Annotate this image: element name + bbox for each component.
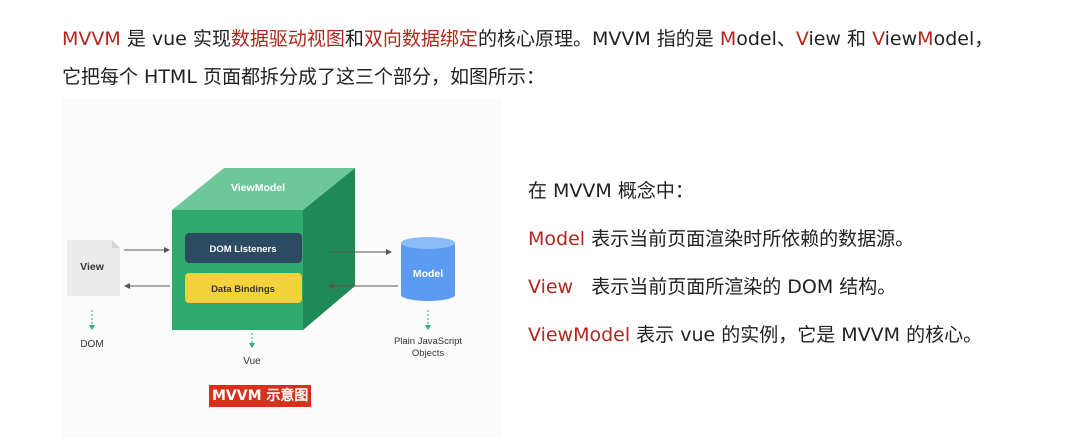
arrowhead-left-2 <box>124 283 130 289</box>
highlight-text: 双向数据绑定 <box>363 28 478 50</box>
cube-side-face <box>303 168 355 330</box>
concepts-heading: 在 MVVM 概念中： <box>528 180 694 202</box>
viewmodel-label: ViewModel <box>231 182 285 194</box>
model-db-body <box>401 243 455 295</box>
model-pointer-head <box>425 325 431 330</box>
concept-desc: 表示当前页面所渲染的 DOM 结构。 <box>573 276 897 298</box>
concept-viewmodel: ViewModel 表示 vue 的实例，它是 MVVM 的核心。 <box>528 320 982 347</box>
plain-text: iew 和 <box>808 28 873 50</box>
concept-term: ViewModel <box>528 324 631 346</box>
concept-view: View 表示当前页面所渲染的 DOM 结构。 <box>528 272 896 299</box>
model-db-top <box>401 237 455 249</box>
data-bindings-box <box>185 273 302 303</box>
arrowhead-right-2 <box>386 249 392 255</box>
dom-listeners-label: DOM Listeners <box>209 244 276 255</box>
cube-top-face <box>172 168 355 210</box>
intro-line-1: MVVM 是 vue 实现数据驱动视图和双向数据绑定的核心原理。MVVM 指的是… <box>62 20 1062 58</box>
plain-js-label-line-2: Objects <box>412 348 444 359</box>
dom-listeners-box <box>185 233 302 263</box>
plain-text: odel、 <box>736 28 796 50</box>
concept-desc: 表示当前页面渲染时所依赖的数据源。 <box>585 228 915 250</box>
concept-term: Model <box>528 228 586 250</box>
plain-text: 和 <box>344 28 364 50</box>
dom-label: DOM <box>80 339 103 350</box>
highlight-text: 数据驱动视图 <box>230 28 345 50</box>
plain-text: odel， <box>933 28 994 50</box>
highlight-text: M <box>719 28 737 50</box>
model-label: Model <box>413 268 443 280</box>
arrowhead-left-1 <box>328 283 334 289</box>
plain-js-label-line-1: Plain JavaScript <box>394 336 462 347</box>
highlight-text: M <box>917 28 934 50</box>
concept-desc: 表示 vue 的实例，它是 MVVM 的核心。 <box>630 324 983 346</box>
highlight-text: MVVM <box>62 28 121 50</box>
highlight-text: V <box>872 28 885 50</box>
intro-line-2: 它把每个 HTML 页面都拆分成了这三个部分，如图所示： <box>62 66 545 88</box>
data-bindings-label: Data Bindings <box>211 284 275 295</box>
view-document <box>67 240 120 296</box>
plain-text: 的核心原理。MVVM 指的是 <box>477 28 720 50</box>
view-document-fold <box>112 240 120 248</box>
highlight-text: V <box>795 28 809 50</box>
dom-pointer-head <box>89 325 95 330</box>
concept-term: View <box>528 276 574 298</box>
arrowhead-right-1 <box>164 247 170 253</box>
cube-front-face <box>172 210 303 330</box>
model-db-bottom <box>401 289 455 301</box>
diagram-caption: MVVM 示意图 <box>209 385 312 407</box>
view-label: View <box>80 261 105 273</box>
vue-pointer-head <box>249 343 255 348</box>
plain-text: 是 vue 实现 <box>120 28 231 50</box>
intro-paragraph: MVVM 是 vue 实现数据驱动视图和双向数据绑定的核心原理。MVVM 指的是… <box>62 20 1062 96</box>
plain-text: iew <box>884 28 918 50</box>
vue-label: Vue <box>243 356 261 367</box>
concept-model: Model 表示当前页面渲染时所依赖的数据源。 <box>528 224 914 251</box>
